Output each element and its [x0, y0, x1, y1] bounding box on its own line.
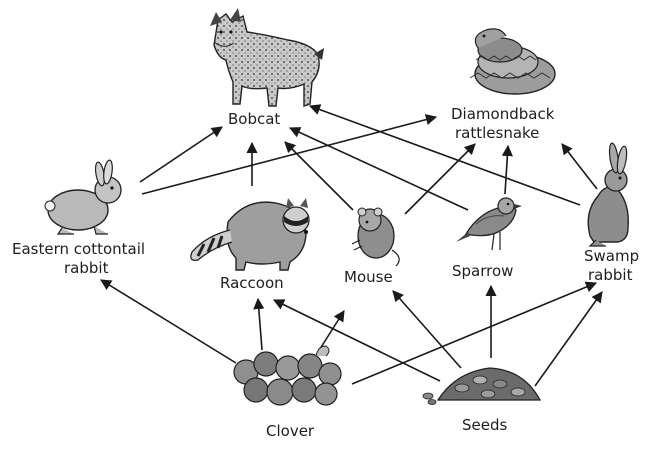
arrow-mouse-to-bobcat: [284, 141, 354, 211]
raccoon-label: Raccoon: [220, 274, 284, 292]
cottontail-label-line2: rabbit: [64, 259, 109, 277]
sparrow-icon: [456, 197, 522, 251]
rattlesnake-label-line2: rattlesnake: [455, 124, 539, 142]
arrow-cottontail-to-rattlesnake: [141, 114, 438, 195]
arrows: [100, 104, 603, 387]
rattlesnake-icon: [469, 28, 556, 95]
arrow-clover-to-cottontail: [100, 279, 237, 364]
bobcat-icon: [210, 8, 324, 107]
arrow-seeds-to-raccoon: [272, 299, 441, 382]
sparrow-label: Sparrow: [452, 262, 513, 280]
cottontail-label-line1: Eastern cottontail: [12, 240, 145, 258]
arrow-clover-to-swamp-rabbit: [351, 281, 598, 385]
cottontail-rabbit-icon: [44, 159, 122, 235]
arrow-clover-to-mouse: [317, 310, 345, 353]
arrow-seeds-to-swamp-rabbit: [534, 291, 603, 387]
arrow-sparrow-to-bobcat: [288, 127, 469, 211]
rattlesnake-label-line1: Diamondback: [451, 105, 555, 123]
raccoon-icon: [190, 198, 310, 271]
seeds-label: Seeds: [462, 416, 508, 434]
arrow-cottontail-to-bobcat: [139, 126, 223, 183]
arrow-mouse-to-rattlesnake: [404, 143, 476, 215]
arrow-swamp-rabbit-to-bobcat: [308, 104, 581, 206]
arrow-swamp-rabbit-to-rattlesnake: [561, 143, 598, 190]
mouse-icon: [351, 207, 400, 267]
swamp-rabbit-icon: [587, 142, 629, 247]
clover-icon: [233, 345, 342, 406]
swamp-rabbit-label-line1: Swamp: [584, 247, 639, 265]
arrow-sparrow-to-rattlesnake: [501, 144, 513, 195]
mouse-label: Mouse: [344, 268, 393, 286]
seeds-icon: [422, 367, 542, 405]
arrow-clover-to-raccoon: [253, 297, 265, 351]
arrow-seeds-to-mouse: [392, 290, 462, 369]
swamp-rabbit-label-line2: rabbit: [588, 266, 633, 284]
bobcat-label: Bobcat: [228, 110, 280, 128]
clover-label: Clover: [266, 422, 315, 440]
